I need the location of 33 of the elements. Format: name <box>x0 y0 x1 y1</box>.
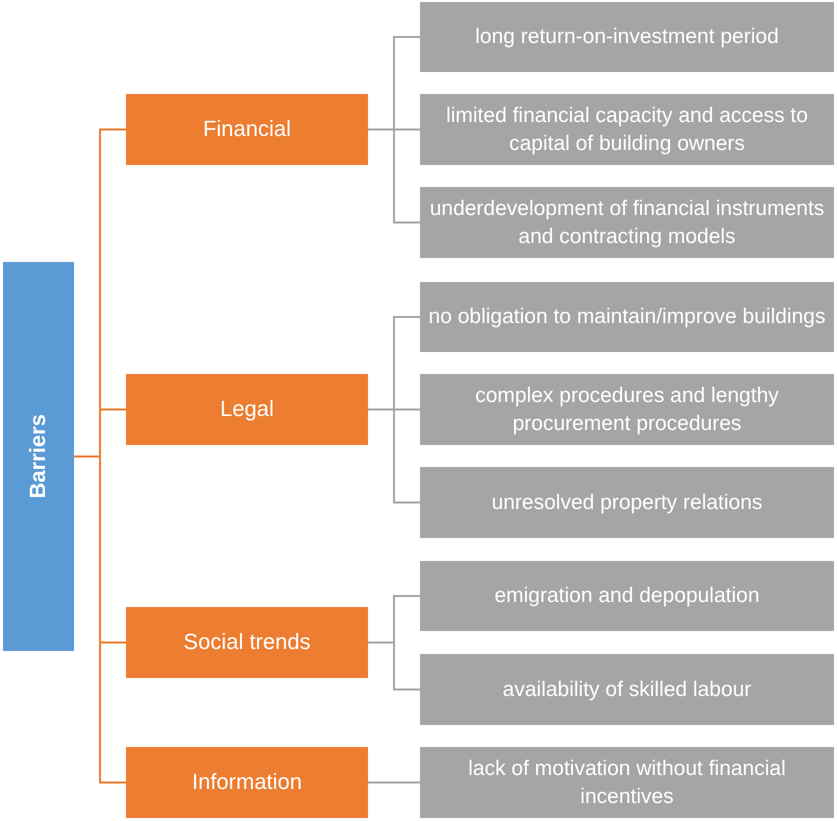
category-box <box>126 607 368 678</box>
category-box <box>126 374 368 445</box>
connector-line <box>368 128 420 224</box>
barrier-box <box>420 561 834 631</box>
barrier-box <box>420 747 834 818</box>
barrier-box <box>420 374 834 445</box>
barrier-box <box>420 94 834 165</box>
box-label: emigration and depopulation <box>494 583 760 610</box>
category-box <box>126 747 368 818</box>
box-label: Barriers <box>24 414 52 499</box>
connector-line <box>368 642 420 690</box>
barrier-box <box>420 282 834 352</box>
barrier-box <box>420 654 834 725</box>
box-label: Social trends <box>183 628 311 656</box>
barrier-box <box>420 467 834 538</box>
barrier-box <box>420 187 834 258</box>
box-label: limited financial capacity and access to capital of building owners <box>445 103 809 156</box>
box-label: unresolved property relations <box>492 490 762 516</box>
box-label: Legal <box>220 395 274 424</box>
box-label: long return-on-investment period <box>475 24 779 50</box>
connector-line <box>74 456 126 784</box>
connector-line <box>368 408 420 504</box>
box-label: underdevelopment of financial instruments and contracting models <box>428 196 826 250</box>
category-box <box>126 94 368 165</box>
barrier-box <box>420 2 834 72</box>
box-label: complex procedures and lengthy procurement procedures <box>474 383 780 436</box>
box-label: Financial <box>202 115 292 144</box>
connector-line <box>368 782 420 784</box>
root-box <box>3 262 74 651</box>
box-label: availability of skilled labour <box>502 676 752 703</box>
box-label: lack of motivation without financial incentives <box>467 756 787 810</box>
box-label: no obligation to maintain/improve buildings <box>428 304 826 330</box>
box-label: Information <box>192 768 302 796</box>
